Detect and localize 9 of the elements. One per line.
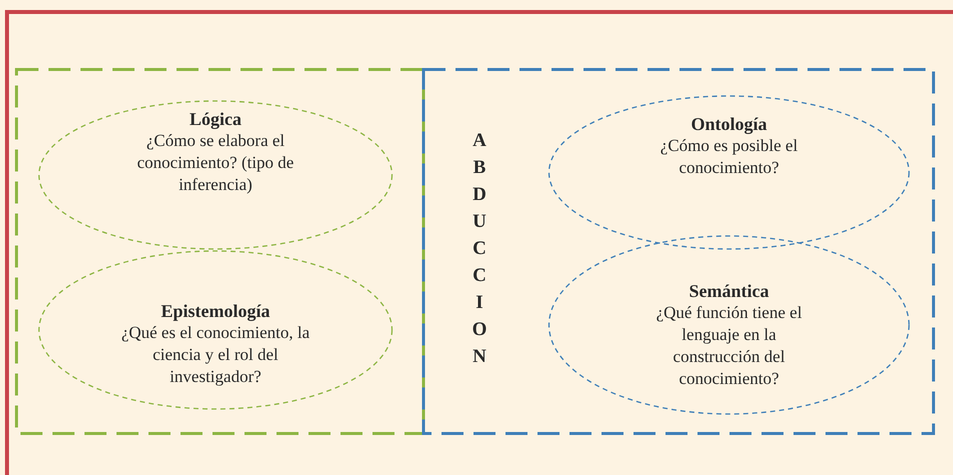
question-text: ¿Qué es el conocimiento, la ciencia y el rol del investigador? — [120, 322, 311, 388]
question-text: ¿Qué función tiene el lenguaje en la construcción del conocimiento? — [655, 302, 803, 390]
heading: Ontología — [690, 113, 767, 135]
heading: Epistemología — [160, 300, 270, 322]
question-text: ¿Cómo se elabora el conocimiento? (tipo de inferencia) — [136, 130, 295, 196]
heading: Lógica — [190, 108, 242, 130]
question-text: ¿Cómo es posible el conocimiento? — [659, 135, 799, 179]
heading: Semántica — [689, 280, 769, 302]
vertical-label: ABDUCCION — [471, 129, 488, 369]
